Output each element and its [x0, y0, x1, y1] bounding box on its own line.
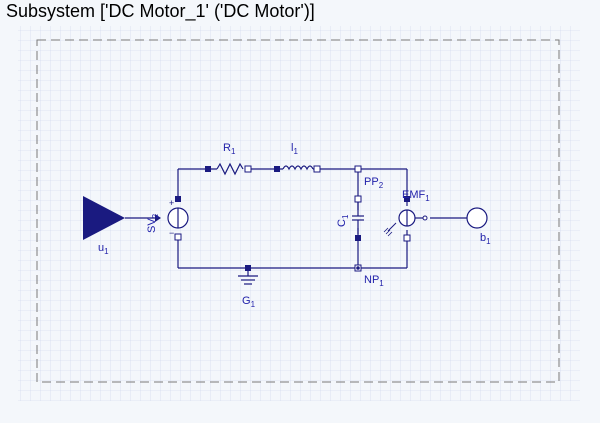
inductor-l[interactable] [274, 165, 321, 173]
label-u: u1 [98, 242, 109, 256]
capacitor-c[interactable] [352, 195, 364, 241]
label-pp: PP2 [364, 176, 384, 190]
label-b: b1 [480, 232, 491, 246]
label-np: NP1 [364, 274, 384, 288]
label-emf: EMF1 [402, 189, 430, 203]
label-g: G1 [242, 295, 256, 309]
node-pp[interactable] [354, 165, 362, 173]
svg-text:+: + [169, 198, 174, 208]
voltage-source-sv[interactable]: + − [155, 196, 189, 241]
ground-symbol[interactable] [238, 265, 258, 285]
output-port-b[interactable] [466, 207, 488, 229]
emf-converter[interactable] [383, 196, 428, 242]
input-port-u[interactable] [83, 196, 125, 240]
resistor-r[interactable] [205, 162, 252, 176]
junction-dot [356, 266, 360, 270]
label-l: l1 [291, 142, 298, 156]
label-sv: SV2 [146, 213, 160, 233]
svg-text:−: − [169, 228, 174, 238]
subsystem-border [36, 39, 560, 383]
label-c: C1 [336, 214, 350, 227]
window-title: Subsystem ['DC Motor_1' ('DC Motor')] [6, 1, 315, 21]
label-r: R1 [223, 142, 236, 156]
